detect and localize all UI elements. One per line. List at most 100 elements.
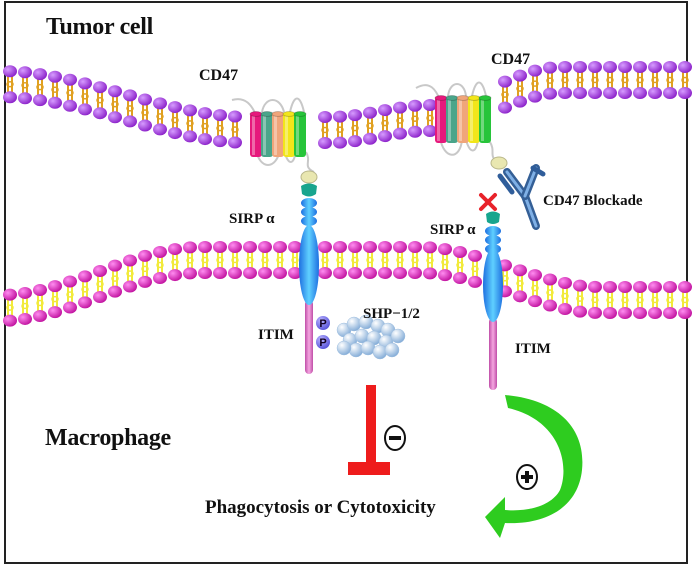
- lipid-tail: [96, 276, 104, 292]
- lipid-head: [78, 296, 92, 309]
- cd47-receptor-right: [434, 95, 492, 143]
- outcome-label: Phagocytosis or Cytotoxicity: [205, 497, 436, 518]
- lipid-head: [138, 93, 152, 106]
- lipid-tail: [246, 252, 254, 268]
- lipid-tail: [591, 291, 599, 308]
- lipid-head: [678, 281, 692, 293]
- minus-sign-icon: [384, 425, 406, 451]
- lipid-head: [378, 130, 392, 143]
- shp-sphere: [348, 342, 364, 358]
- inhibition-bar-icon: [348, 385, 390, 475]
- lipid-tail: [276, 252, 284, 268]
- lipid-head: [183, 267, 197, 280]
- lipid-tail: [651, 292, 659, 308]
- lipid-head: [108, 259, 122, 272]
- lipid-head: [183, 130, 197, 143]
- lipid-tail: [216, 252, 224, 268]
- lipid-head: [603, 87, 617, 99]
- lipid-head: [288, 241, 302, 253]
- tumor-cell-label: Tumor cell: [46, 14, 154, 40]
- lipid-head: [153, 271, 167, 284]
- lipid-head: [93, 81, 107, 94]
- itim-tail-left: [305, 300, 313, 374]
- lipid-head: [648, 61, 662, 73]
- lipid-head: [663, 281, 677, 293]
- sirpa-transmembrane-left: [299, 225, 319, 305]
- lipid-head: [48, 280, 62, 293]
- lipid-tail: [516, 275, 524, 292]
- plus-sign-icon: [516, 464, 538, 490]
- lipid-head: [33, 284, 47, 297]
- lipid-tail: [321, 252, 329, 268]
- tumor-cell-membrane: [3, 61, 692, 149]
- lipid-head: [453, 272, 467, 285]
- lipid-head: [258, 267, 272, 279]
- lipid-head: [333, 110, 347, 123]
- lipid-tail: [396, 112, 404, 129]
- lipid-head: [633, 87, 647, 99]
- lipid-head: [573, 305, 587, 318]
- cd47-helix: [434, 95, 448, 143]
- lipid-head: [228, 267, 242, 279]
- lipid-head: [18, 66, 32, 79]
- blocked-binding-x-icon: [479, 193, 497, 211]
- lipid-head: [198, 241, 212, 253]
- lipid-tail: [21, 77, 29, 94]
- lipid-head: [123, 280, 137, 293]
- lipid-head: [618, 307, 632, 319]
- lipid-head: [588, 280, 602, 293]
- lipid-head: [558, 277, 572, 290]
- cd47-blockade-label: CD47 Blockade: [543, 193, 643, 209]
- lipid-head: [663, 307, 677, 319]
- lipid-tail: [21, 297, 29, 314]
- itim-left-label: ITIM: [258, 327, 294, 343]
- lipid-head: [393, 101, 407, 114]
- lipid-head: [408, 267, 422, 279]
- lipid-head: [63, 73, 77, 86]
- lipid-tail: [6, 299, 14, 316]
- lipid-head: [153, 97, 167, 110]
- lipid-head: [273, 267, 287, 279]
- cd47-receptor-left: [249, 111, 307, 157]
- lipid-head: [513, 290, 527, 303]
- lipid-tail: [51, 81, 59, 98]
- lipid-head: [558, 61, 572, 73]
- lipid-head: [288, 267, 302, 279]
- sirpa-left-label: SIRP α: [229, 211, 275, 227]
- lipid-tail: [531, 280, 539, 297]
- itim-right-label: ITIM: [515, 341, 551, 357]
- lipid-head: [78, 77, 92, 90]
- lipid-head: [48, 70, 62, 83]
- lipid-head: [348, 267, 362, 279]
- lipid-tail: [126, 265, 134, 282]
- lipid-head: [213, 267, 227, 279]
- lipid-tail: [441, 254, 449, 271]
- lipid-head: [528, 90, 542, 103]
- lipid-head: [663, 61, 677, 73]
- lipid-head: [528, 64, 542, 77]
- lipid-head: [168, 127, 182, 140]
- lipid-tail: [396, 252, 404, 268]
- lipid-head: [318, 111, 332, 123]
- cd47-right-label: CD47: [491, 51, 531, 68]
- lipid-tail: [351, 120, 359, 137]
- lipid-head: [573, 87, 587, 99]
- lipid-tail: [351, 252, 359, 268]
- lipid-tail: [651, 72, 659, 88]
- lipid-head: [558, 87, 572, 99]
- lipid-tail: [411, 110, 419, 127]
- lipid-head: [618, 281, 632, 293]
- lipid-head: [108, 85, 122, 98]
- lipid-head: [363, 241, 377, 253]
- lipid-tail: [621, 72, 629, 88]
- lipid-tail: [216, 120, 224, 137]
- phospho-label-2: P: [319, 337, 326, 349]
- lipid-head: [228, 241, 242, 253]
- lipid-tail: [501, 86, 509, 103]
- lipid-head: [438, 243, 452, 256]
- lipid-head: [528, 269, 542, 282]
- lipid-head: [168, 101, 182, 114]
- lipid-tail: [681, 72, 689, 88]
- lipid-tail: [321, 122, 329, 138]
- lipid-tail: [66, 84, 74, 101]
